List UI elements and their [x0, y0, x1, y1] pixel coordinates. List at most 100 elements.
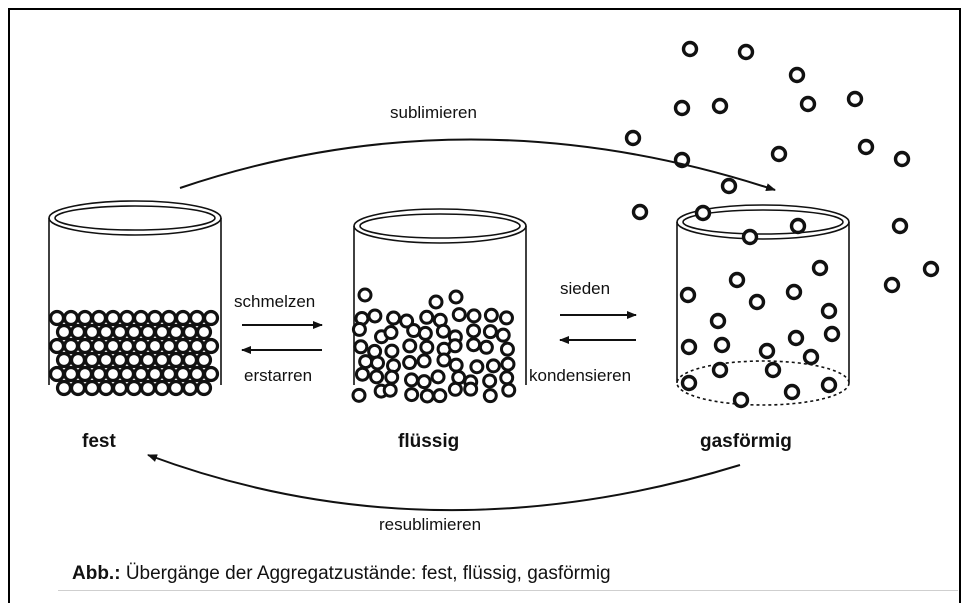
particle [153, 323, 171, 341]
particle [384, 369, 400, 385]
caption-prefix: Abb.: [72, 563, 121, 584]
particle [181, 351, 199, 369]
particle [69, 351, 87, 369]
particle [132, 365, 150, 383]
particle [202, 365, 220, 383]
state-label-gas: gasförmig [700, 431, 792, 452]
particle [382, 382, 398, 398]
particle [48, 309, 66, 327]
particle [97, 379, 115, 397]
particle [709, 312, 727, 330]
label-schmelzen: schmelzen [234, 292, 315, 311]
particle [202, 337, 220, 355]
particle [430, 369, 446, 385]
particle [679, 286, 697, 304]
particle [728, 271, 746, 289]
label-sublimieren: sublimieren [390, 103, 477, 122]
particle [69, 323, 87, 341]
particle [167, 351, 185, 369]
particle [631, 203, 649, 221]
particle [118, 309, 136, 327]
particle [811, 259, 829, 277]
particle [799, 95, 817, 113]
particle [62, 365, 80, 383]
particle [153, 379, 171, 397]
particle [370, 355, 386, 371]
particle [195, 323, 213, 341]
particle [416, 353, 432, 369]
beaker-gas [676, 204, 850, 406]
particle [694, 204, 712, 222]
particle [680, 374, 698, 392]
particle [153, 351, 171, 369]
particle [802, 348, 820, 366]
particle [501, 382, 517, 398]
liquid-particles [351, 287, 517, 404]
particle [419, 339, 435, 355]
particle [132, 309, 150, 327]
particle [499, 370, 515, 386]
particle [167, 379, 185, 397]
particle [891, 217, 909, 235]
particle [160, 365, 178, 383]
particle [167, 323, 185, 341]
particle [139, 323, 157, 341]
particle [132, 337, 150, 355]
particle [69, 379, 87, 397]
particle [55, 351, 73, 369]
particle [195, 379, 213, 397]
particle [181, 379, 199, 397]
particle [181, 323, 199, 341]
particle [188, 337, 206, 355]
particle [499, 341, 515, 357]
particle [466, 323, 482, 339]
particle [681, 40, 699, 58]
particle [922, 260, 940, 278]
particle [498, 310, 514, 326]
particle [125, 351, 143, 369]
particle [416, 374, 432, 390]
particle [478, 339, 494, 355]
resublimation-arrow [147, 454, 741, 512]
particle [482, 373, 498, 389]
particle [846, 90, 864, 108]
particle [90, 309, 108, 327]
particle [483, 307, 499, 323]
particle [358, 354, 374, 370]
particle [139, 379, 157, 397]
particle [48, 365, 66, 383]
particle [417, 325, 433, 341]
particle [764, 361, 782, 379]
label-sieden: sieden [560, 279, 610, 298]
particle [202, 309, 220, 327]
gas-particles [624, 40, 940, 409]
label-kondensieren: kondensieren [529, 366, 631, 385]
particle [624, 129, 642, 147]
particle [403, 372, 419, 388]
particle [466, 337, 482, 353]
particle [893, 150, 911, 168]
particle [435, 323, 451, 339]
particle [820, 302, 838, 320]
label-resublimieren: resublimieren [379, 515, 481, 534]
particle [785, 283, 803, 301]
particle [174, 309, 192, 327]
particle [857, 138, 875, 156]
particle [741, 228, 759, 246]
particle [188, 365, 206, 383]
particle [76, 365, 94, 383]
particle [104, 337, 122, 355]
state-label-solid: fest [82, 431, 116, 452]
particle [432, 388, 448, 404]
particle [146, 309, 164, 327]
particle [111, 351, 129, 369]
particle [466, 308, 482, 324]
particle [83, 379, 101, 397]
particle [823, 325, 841, 343]
particle [448, 357, 464, 373]
particle [97, 323, 115, 341]
particle [419, 309, 435, 325]
particle [383, 325, 399, 341]
particle [447, 338, 463, 354]
